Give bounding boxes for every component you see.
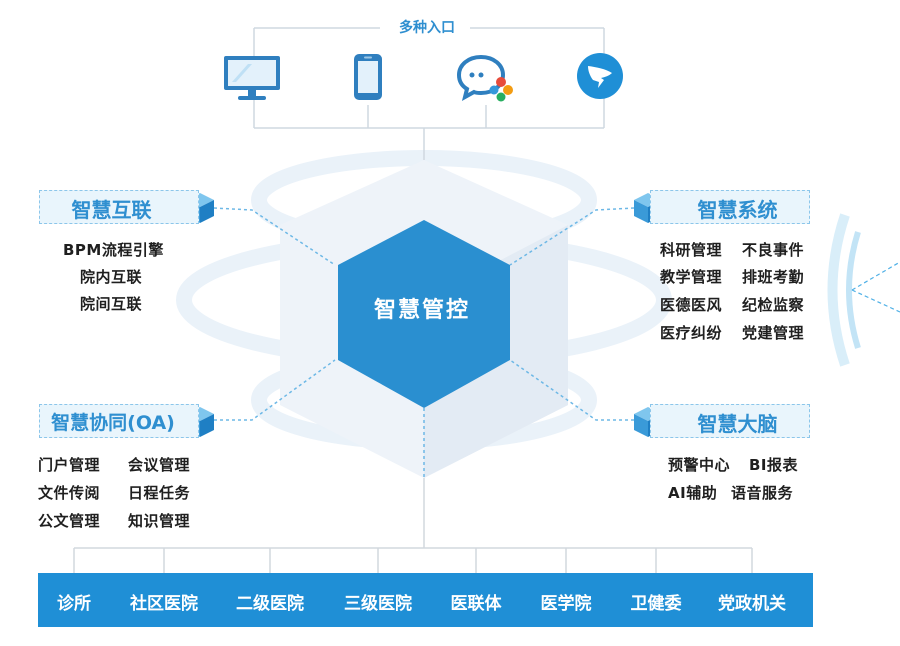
- entry-label: 多种入口: [388, 17, 466, 37]
- center-label: 智慧管控: [373, 298, 470, 323]
- target-item-secondary-hospital[interactable]: 二级医院: [236, 594, 304, 614]
- oa-item: 知识管理: [128, 512, 191, 530]
- oa-item: 会议管理: [128, 456, 191, 474]
- module-interconnect-title: 智慧互联: [71, 198, 152, 222]
- oa-item: 门户管理: [38, 456, 101, 474]
- system-item: 教学管理: [660, 268, 723, 286]
- smartphone-icon[interactable]: [352, 52, 384, 102]
- chat-app-icon[interactable]: [456, 52, 516, 102]
- system-item: 医德医风: [660, 296, 723, 314]
- target-bar: 诊所 社区医院 二级医院 三级医院 医联体 医学院 卫健委 党政机关: [38, 573, 813, 627]
- brain-item: BI报表: [749, 456, 799, 474]
- brain-item: AI辅助: [668, 484, 718, 502]
- module-brain-header: [650, 404, 810, 438]
- decorative-lens: [827, 213, 900, 367]
- target-item-party-government[interactable]: 党政机关: [718, 594, 786, 614]
- interconnect-item: 院内互联: [80, 268, 143, 286]
- oa-item: 文件传阅: [38, 484, 101, 502]
- system-item: 排班考勤: [742, 268, 805, 286]
- module-system-title: 智慧系统: [697, 198, 778, 222]
- target-item-health-commission[interactable]: 卫健委: [630, 594, 682, 614]
- entry-frame: [253, 27, 605, 160]
- module-system-header: [650, 190, 810, 224]
- center-hexagon: [338, 220, 510, 408]
- system-item: 不良事件: [742, 241, 805, 259]
- target-item-clinic[interactable]: 诊所: [57, 594, 91, 614]
- system-item: 科研管理: [660, 241, 723, 259]
- system-item: 纪检监察: [742, 296, 805, 314]
- module-oa-header: [39, 404, 199, 438]
- target-item-tertiary-hospital[interactable]: 三级医院: [344, 594, 412, 614]
- brain-item: 预警中心: [668, 456, 731, 474]
- brain-item: 语音服务: [731, 484, 794, 502]
- module-oa-title: 智慧协同(OA): [51, 412, 175, 434]
- module-brain-title: 智慧大脑: [697, 412, 778, 436]
- target-item-medical-college[interactable]: 医学院: [540, 594, 592, 614]
- module-interconnect-header: [39, 190, 199, 224]
- oa-item: 公文管理: [38, 512, 101, 530]
- dingtalk-icon[interactable]: [576, 52, 624, 100]
- target-item-community-hospital[interactable]: 社区医院: [130, 594, 198, 614]
- oa-item: 日程任务: [128, 484, 191, 502]
- interconnect-item: BPM流程引擎: [63, 241, 164, 259]
- system-item: 医疗纠纷: [660, 324, 723, 342]
- desktop-monitor-icon[interactable]: [222, 54, 282, 102]
- bottom-connectors: [73, 478, 753, 573]
- target-item-medical-alliance[interactable]: 医联体: [450, 594, 502, 614]
- interconnect-item: 院间互联: [80, 295, 143, 313]
- system-item: 党建管理: [742, 324, 805, 342]
- dashed-connectors: [213, 207, 635, 478]
